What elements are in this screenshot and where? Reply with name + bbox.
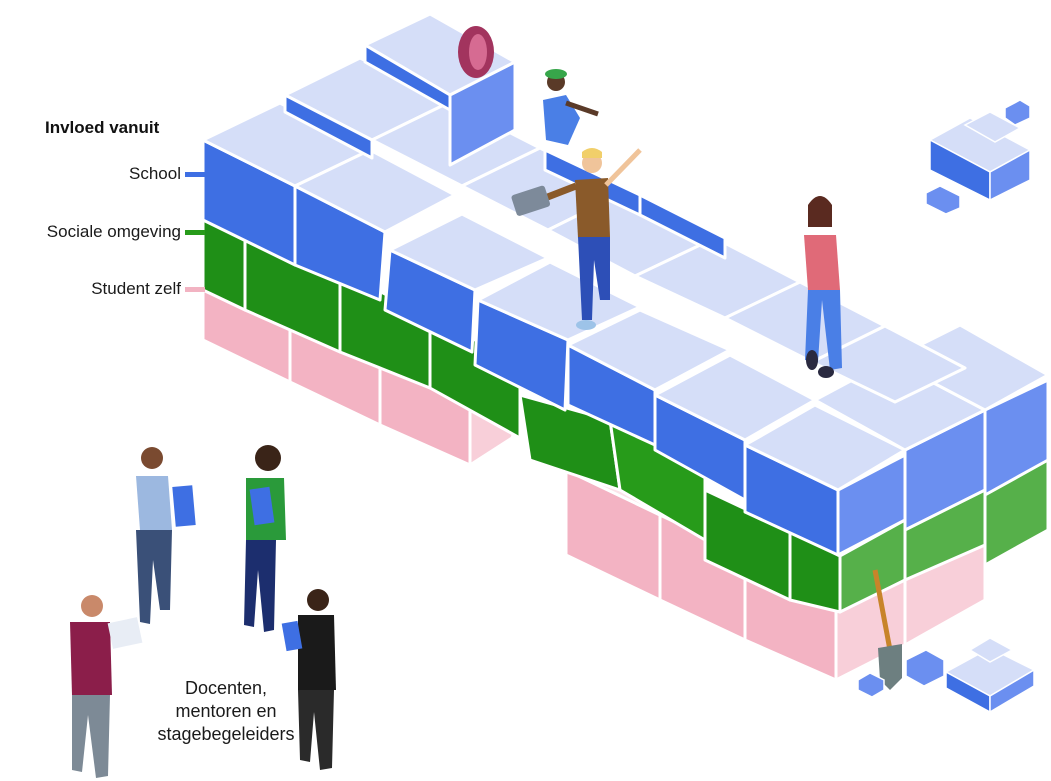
teachers-caption: Docenten, mentoren en stagebegeleiders — [118, 677, 334, 746]
legend-label: School — [129, 164, 181, 183]
wall — [201, 12, 1050, 682]
backpack-icon — [458, 26, 494, 78]
legend-title: Invloed vanuit — [45, 118, 160, 137]
legend-label: Student zelf — [91, 279, 181, 298]
person-icon — [136, 447, 196, 624]
legend-swatch — [185, 229, 205, 235]
caption-line: Docenten, — [184, 678, 268, 698]
legend-swatch — [185, 171, 205, 177]
legend-item-student: Student zelf — [91, 277, 205, 301]
legend-label: Sociale omgeving — [46, 222, 181, 241]
brick-pile-icon — [925, 99, 1032, 215]
person-icon — [804, 196, 842, 378]
caption-line: mentoren en — [175, 701, 277, 721]
person-icon — [70, 595, 143, 778]
person-icon — [244, 445, 286, 632]
legend-item-social: Sociale omgeving — [47, 220, 205, 244]
brick-pile-icon — [857, 637, 1036, 714]
person-icon — [281, 589, 336, 770]
legend-swatch — [185, 286, 205, 292]
person-icon — [511, 148, 642, 330]
caption-line: stagebegeleiders — [157, 724, 295, 744]
legend-item-school: School — [129, 162, 205, 186]
person-icon — [543, 69, 599, 145]
shovel-icon — [872, 569, 902, 690]
